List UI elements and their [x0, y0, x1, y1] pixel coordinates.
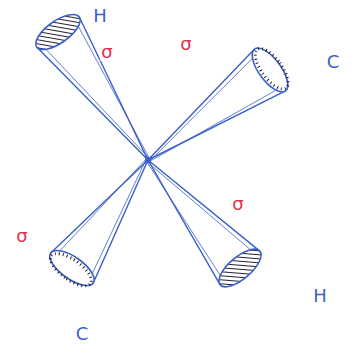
bond-label: σ: [179, 35, 192, 53]
bond-label: σ: [100, 43, 113, 61]
orbital-cap-ticks: [249, 44, 294, 94]
orbital-cap: [44, 244, 99, 292]
atom-label: C: [75, 325, 90, 343]
atom-label: H: [92, 7, 108, 25]
orbital-cap: [213, 243, 267, 293]
bond-label: σ: [15, 227, 28, 245]
orbital-cap: [246, 43, 295, 98]
orbital-lobe-sketch: [45, 25, 150, 158]
atom-label: H: [312, 287, 328, 305]
atom-label: C: [326, 53, 341, 71]
bond-label: σ: [231, 195, 244, 213]
nucleus-dot: [145, 157, 151, 163]
orbital-cap-ticks: [45, 248, 96, 292]
orbital-cap: [30, 8, 85, 56]
